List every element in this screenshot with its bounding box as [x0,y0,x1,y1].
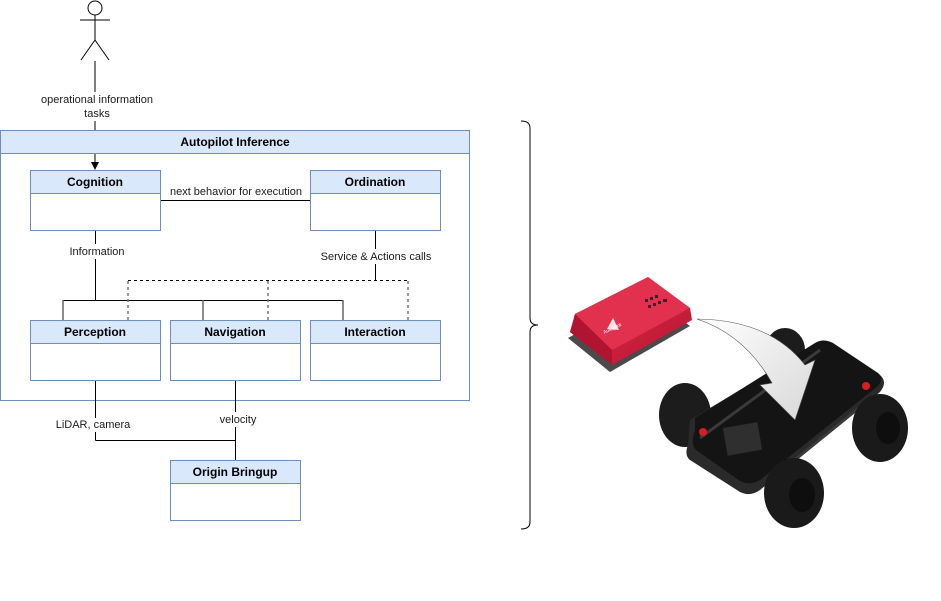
compute-module-illustration: Autopilot [568,277,692,372]
node-ordination[interactable]: Ordination [310,170,441,231]
edge-label-service-actions: Service & Actions calls [321,251,432,263]
node-origin-bringup[interactable]: Origin Bringup [170,460,301,521]
node-perception[interactable]: Perception [30,320,161,381]
perception-title: Perception [64,325,126,339]
edge-label-velocity: velocity [220,414,257,426]
actor-label-line2: tasks [84,108,110,120]
robot-illustration [659,318,908,528]
node-interaction[interactable]: Interaction [310,320,441,381]
cognition-title: Cognition [67,175,123,189]
interaction-title: Interaction [344,325,405,339]
navigation-title: Navigation [204,325,265,339]
user-actor-icon [80,0,110,61]
curly-brace [520,120,539,530]
actor-label-line1: operational information [41,94,153,106]
container-title: Autopilot Inference [180,135,290,149]
edge-label-lidar-camera: LiDAR, camera [56,419,131,431]
edge-label-information: Information [69,246,124,258]
edge-label-next-behavior: next behavior for execution [170,186,302,198]
ordination-title: Ordination [345,175,406,189]
node-navigation[interactable]: Navigation [170,320,301,381]
origin-bringup-title: Origin Bringup [193,465,278,479]
node-cognition[interactable]: Cognition [30,170,161,231]
